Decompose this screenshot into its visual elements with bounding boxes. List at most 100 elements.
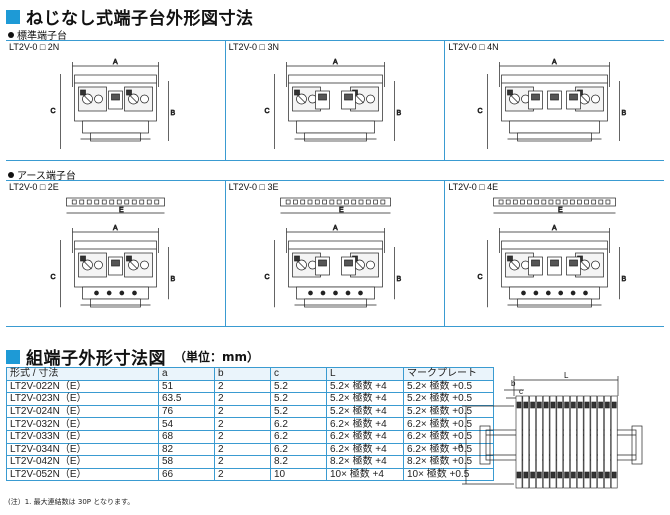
mark-plate-slot [520,199,526,205]
cell-model: LT2V-032N（E） [6,417,159,431]
header-c: c [270,367,327,381]
mark-plate-slot [577,199,583,205]
dim-a-label: a [458,441,463,450]
header-b: b [214,367,271,381]
cell-b: 2 [214,417,271,431]
bridge-contact [531,259,541,267]
cell-b: 2 [214,455,271,469]
assembly-block [515,395,523,489]
block-screw [516,401,522,409]
assembly-block [556,395,564,489]
dim-b-label: B [396,276,401,283]
bridge-contact [343,93,353,101]
cell-a: 82 [158,442,215,457]
cell-model: LT2V-022N（E） [6,379,159,394]
block-screw [577,401,583,409]
cell-c: 5.2 [270,404,327,419]
wire-hole [140,260,149,270]
mark-plate-slot [314,199,320,205]
cell-model: LT2V-052N（E） [6,467,159,482]
mark-plate-slot [71,199,77,205]
earth-screw-icon [332,290,338,296]
screw-slot [510,94,520,104]
table-header-row: 形式 / 寸法 a b c L マークプレート [6,367,494,381]
cell-b: 2 [214,467,271,482]
mark-plate-slot [372,199,378,205]
cell-model: LT2V-023N（E） [6,392,159,406]
screw-slot [354,260,364,270]
cell-model: LT2V-034N（E） [6,442,159,457]
dim-a-label: A [552,59,557,66]
cell-model: LT2V-042N（E） [6,455,159,469]
cell-a: 58 [158,455,215,469]
mark-plate-slot [131,199,137,205]
mark-plate-slot [584,199,590,205]
dim-l-label: L [564,372,569,380]
rail-clip [90,298,141,308]
title-unit: （単位：mm） [174,350,260,364]
cell-model: LT2V-024N（E） [6,404,159,419]
block-screw [591,471,597,479]
cell-c: 6.2 [270,429,327,444]
section-title-outline: ねじなし式端子台外形図寸法 [6,4,254,29]
wire-hole [365,260,375,270]
block-screw [611,401,617,409]
block-screw [564,471,569,479]
block-screw [543,401,549,409]
cell-a: 68 [158,429,215,444]
wire-hole [140,94,149,104]
mark-plate [493,197,617,207]
dim-c-label: C [478,108,483,115]
mark-plate-slot [365,199,371,205]
subhead-earth: アース端子台 [8,167,76,182]
mark-plate-slot [343,199,349,205]
mark-plate-slot [116,199,122,205]
header-a: a [158,367,215,381]
bridge-contact [111,93,120,101]
wire-hole [591,260,601,270]
mark-plate-slot [556,199,561,205]
block-screw [530,401,535,409]
earth-screw-icon [320,290,326,296]
bridge-contact [550,93,560,101]
dim-a-label: A [333,225,338,232]
earth-screw-icon [132,290,137,296]
panel-title: LT2V-0 □ 4N [448,42,499,52]
earth-screw-icon [533,290,539,296]
assembly-block [536,395,543,489]
assembly-block [529,395,536,489]
base [82,286,149,300]
screw-slot [129,94,138,104]
dim-a-label: A [552,225,557,232]
screw-slot [580,260,590,270]
title-text: ねじなし式端子台外形図寸法 [26,9,254,29]
cell-a: 76 [158,404,215,419]
earth-screw-icon [106,290,112,296]
cell-c: 8.2 [270,455,327,469]
earth-screw-icon [521,290,527,296]
assembly-block [576,395,584,489]
mark-plate-slot [598,199,604,205]
assembly-block [590,395,598,489]
assembly-block [610,395,618,489]
mark-plate-slot [570,199,576,205]
block-screw [543,471,549,479]
dim-e-label: E [119,207,124,214]
assembly-drawing: b c L a [458,372,643,489]
cell-l: 5.2× 極数 +4 [326,404,404,419]
screw-slot [510,260,520,270]
base [82,120,149,134]
